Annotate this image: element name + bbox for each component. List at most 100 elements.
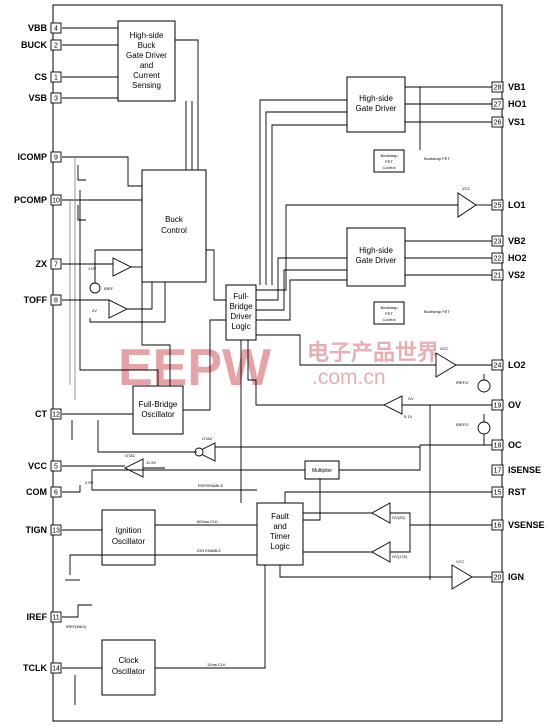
block-text-line: Oscillator [141,410,175,419]
iref2-ov-label: IREF/2 [456,380,469,385]
block-text-line: Gate Driver [126,51,167,60]
ov25-comparator [371,502,391,524]
ov175-comparator [371,541,391,563]
pin-label: IREF [26,612,47,622]
block-text-line: Bootstrap [380,153,398,158]
pin-number: 4 [54,26,58,33]
block-text-line: Oscillator [112,537,146,546]
iref-zx-label: IREF [104,286,114,291]
iref2-source-oc [477,421,491,435]
pin-label: TCLK [23,663,47,673]
block-text-line: and [140,61,153,70]
block-text-line: Driver [230,312,252,321]
pin-box [50,258,62,270]
multiplier-label: Multiplier [312,468,332,474]
pin-label: HO2 [508,253,527,263]
pin-box [50,294,62,306]
block-text-line: Gate Driver [356,104,397,113]
v115-label: 11.5V [146,460,156,465]
block-text-line: Control [383,317,396,322]
ov175-label: OV(175) [392,554,408,559]
iref2-source-ov [477,379,491,393]
v2-label: 2V [92,308,97,313]
clk-12-label: 12ms CLK [207,662,226,667]
pin-number: 3 [54,96,58,103]
pin-label: OC [508,440,522,450]
pin-label: BUCK [21,40,47,50]
pin-number: 18 [494,443,502,450]
pin-number: 15 [494,490,502,497]
block-text-line: Logic [231,322,250,331]
pin-number: 6 [54,490,58,497]
left-pin-zx: 7ZX [35,258,62,270]
pin-number: 19 [494,403,502,410]
ota1-label: OTA1 [125,453,136,458]
right-pin-oc: 18 OC [491,439,522,451]
pin-box [491,464,504,476]
ota2 [195,442,216,462]
left-pin-cs: 1 CS [34,71,62,83]
block-text-line: Full-Bridge [139,400,178,409]
pin-label: COM [26,487,47,497]
block-text-line: High-side [359,246,393,255]
block-text-line: Bootstrap [380,305,398,310]
pin-label: ISENSE [508,465,541,475]
pin-number: 28 [494,85,502,92]
vcc-label-ign: VCC [456,559,465,564]
clk-600-label: 600ms CLK [197,519,218,524]
bootstrap-fet-1-label: Bootstrap FET [424,156,450,161]
pin-label: VSENSE [508,520,545,530]
block-text-line: High-side [359,94,393,103]
v51-label: 5.1V [404,414,413,419]
pin-label: CT [35,409,47,419]
buck-control-block [141,169,207,283]
right-pin-vsense: 16 VSENSE [491,519,545,531]
pin-number: 26 [494,120,502,127]
pin-box [50,92,62,104]
pin-number: 25 [494,203,502,210]
pin-number: 16 [494,523,502,530]
pin-number: 1 [54,75,58,82]
pin-number: 13 [52,528,60,535]
ota1 [123,458,144,478]
toff-comparator [108,299,129,319]
pin-label: VB1 [508,82,526,92]
ov-comp-label: OV [408,396,414,401]
right-pin-lo1: 25 LO1 [491,199,526,211]
block-text-line: FET [385,159,393,164]
block-text-line: Bridge [229,302,253,311]
hs-gate-driver-2 [346,227,406,287]
block-text-line: Buck [165,215,184,224]
pin-label: VSB [28,93,47,103]
left-pins: 4VBB2BUCK1CS3VSB9ICOMP10PCOMP7ZX8TOFF12C… [14,22,62,674]
pin-box [50,22,62,34]
block-text-line: Fault [271,512,290,521]
clock-oscillator [101,639,156,696]
pin-label: CS [34,72,47,82]
pin-label: LO1 [508,200,526,210]
pin-box [50,460,62,472]
pin-label: VB2 [508,236,526,246]
pin-number: 9 [54,155,58,162]
block-text-line: FET [385,311,393,316]
pin-label: ICOMP [17,152,47,162]
pin-number: 2 [54,43,58,50]
pin-number: 23 [494,239,502,246]
block-text-line: Gate Driver [356,256,397,265]
bootstrap-fet-control-1 [373,149,405,173]
pin-number: 21 [494,273,502,280]
